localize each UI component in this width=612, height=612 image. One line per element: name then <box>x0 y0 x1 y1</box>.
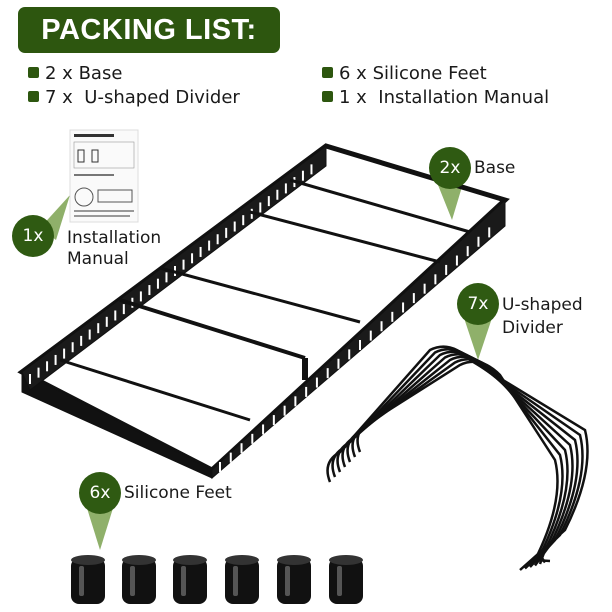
list-item-feet: 6 x Silicone Feet <box>322 63 487 85</box>
divider-wire <box>336 350 579 568</box>
silicone-foot-top <box>329 555 363 565</box>
manual-label-line1: Installation <box>67 228 162 248</box>
list-item-manual: 1 x Installation Manual <box>322 87 549 109</box>
base-label: Base <box>474 158 516 178</box>
base-count-badge: 2x <box>429 147 471 189</box>
u-shaped-dividers-image <box>326 345 589 571</box>
silicone-feet-image <box>71 555 363 604</box>
silicone-foot-highlight <box>181 566 186 596</box>
silicone-foot-highlight <box>130 566 135 596</box>
base-pointer <box>436 180 464 220</box>
bullet-icon <box>322 91 333 102</box>
silicone-foot-highlight <box>79 566 84 596</box>
divider-wire <box>356 360 559 563</box>
list-item-base: 2 x Base <box>28 63 122 85</box>
installation-manual-image <box>69 129 139 223</box>
feet-pointer <box>86 505 114 550</box>
bullet-icon <box>322 67 333 78</box>
packing-list-header: PACKING LIST: <box>18 7 280 53</box>
base-rack-image <box>17 143 510 480</box>
divider-wire <box>346 355 569 565</box>
silicone-foot-highlight <box>233 566 238 596</box>
bullet-icon <box>28 67 39 78</box>
divider-pointer <box>464 318 492 360</box>
silicone-foot-highlight <box>337 566 342 596</box>
divider-wire <box>351 357 564 564</box>
silicone-foot-top <box>277 555 311 565</box>
silicone-foot-top <box>122 555 156 565</box>
silicone-foot-highlight <box>285 566 290 596</box>
manual-label-line2: Manual <box>67 249 129 269</box>
divider-label-line2: Divider <box>502 318 563 338</box>
divider-wire <box>341 352 574 567</box>
feet-count-badge: 6x <box>79 472 121 514</box>
divider-label-line1: U-shaped <box>502 295 583 315</box>
divider-count-badge: 7x <box>457 283 499 325</box>
silicone-foot-top <box>173 555 207 565</box>
feet-label: Silicone Feet <box>124 483 232 503</box>
bullet-icon <box>28 91 39 102</box>
silicone-foot-top <box>71 555 105 565</box>
silicone-foot-top <box>225 555 259 565</box>
list-item-divider: 7 x U-shaped Divider <box>28 87 240 109</box>
manual-count-badge: 1x <box>12 215 54 257</box>
